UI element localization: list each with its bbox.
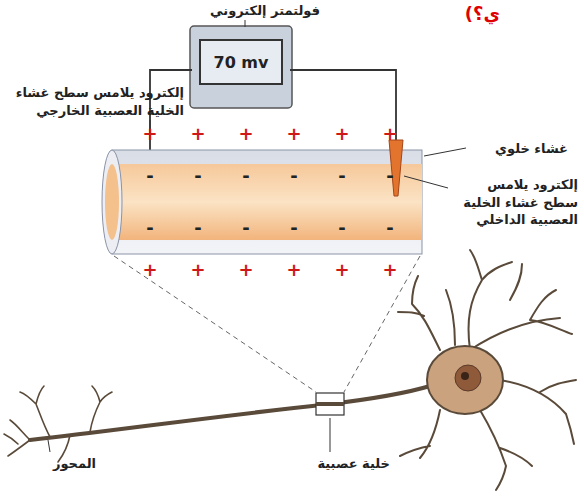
- charge-sign: -: [290, 167, 297, 185]
- charge-sign: +: [382, 125, 397, 143]
- charge-sign: -: [290, 219, 297, 237]
- zoom-line: [344, 256, 420, 392]
- part-label: خلية عصبية: [290, 455, 390, 473]
- wire: [290, 70, 396, 142]
- cytoplasm: [112, 164, 422, 240]
- charge-sign: -: [242, 167, 249, 185]
- zoom-line: [114, 256, 316, 392]
- charge-sign: -: [338, 219, 345, 237]
- charge-sign: +: [142, 125, 157, 143]
- charge-sign: -: [386, 219, 393, 237]
- leader-line: [424, 148, 466, 156]
- axon-end: [102, 150, 122, 254]
- voltage-reading: 70 mv: [214, 53, 269, 72]
- part-label: إلكترود يلامس سطح غشاء الخلية العصبية ال…: [450, 176, 578, 229]
- charge-sign: -: [338, 167, 345, 185]
- charge-sign: -: [386, 167, 393, 185]
- charge-sign: -: [194, 167, 201, 185]
- charge-sign: +: [190, 261, 205, 279]
- voltmeter-body: [190, 26, 292, 108]
- charge-sign: -: [194, 219, 201, 237]
- cell-body: [427, 346, 503, 414]
- leader-line: [330, 418, 331, 452]
- charge-sign: -: [242, 219, 249, 237]
- part-label: إلكترود يلامس سطح غشاء الخلية العصبية ال…: [6, 84, 184, 119]
- part-label: غشاء خلوي: [468, 140, 568, 158]
- leader-line: [404, 176, 448, 188]
- neuron: [4, 250, 576, 490]
- charge-sign: +: [286, 125, 301, 143]
- part-label: فولتمتر إلكتروني: [170, 2, 320, 20]
- heading-fragment: ي؟): [420, 2, 500, 26]
- charge-sign: -: [146, 219, 153, 237]
- cell-membrane: [112, 150, 422, 254]
- charge-sign: +: [382, 261, 397, 279]
- nucleolus: [461, 372, 469, 380]
- charge-sign: +: [190, 125, 205, 143]
- charge-sign: +: [238, 125, 253, 143]
- voltmeter-display: 70 mv: [199, 39, 283, 85]
- axon-end: [105, 164, 119, 240]
- charge-sign: -: [146, 167, 153, 185]
- charge-sign: +: [334, 125, 349, 143]
- axon-detail: [316, 402, 344, 406]
- leader-line: [48, 440, 50, 452]
- leader-line: [245, 20, 246, 27]
- part-label: المحور: [16, 455, 96, 473]
- charge-sign: +: [142, 261, 157, 279]
- zoom-box: [316, 393, 344, 415]
- nucleus: [455, 365, 481, 391]
- charge-sign: +: [286, 261, 301, 279]
- charge-sign: +: [334, 261, 349, 279]
- charge-sign: +: [238, 261, 253, 279]
